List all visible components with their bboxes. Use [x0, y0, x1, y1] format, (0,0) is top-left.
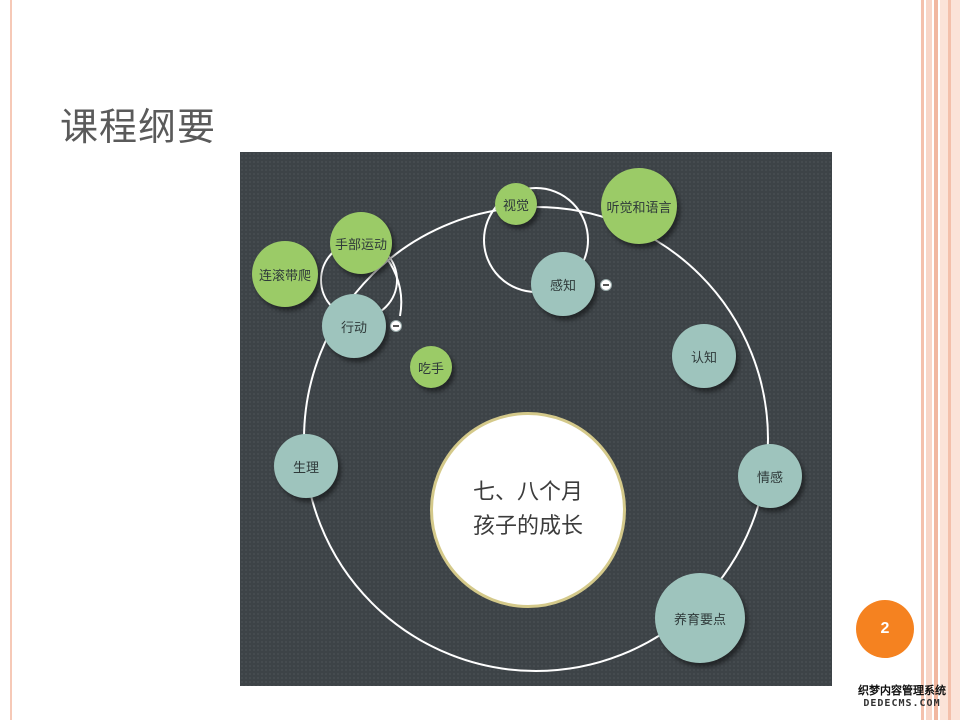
node-label: 感知	[549, 278, 576, 294]
node-label: 生理	[292, 460, 319, 476]
center-node-label: 七、八个月 孩子的成长	[472, 480, 583, 539]
page-number-badge: 2	[856, 600, 914, 658]
collapse-xingdong-icon[interactable]	[390, 320, 402, 332]
mind-map-node-qinggan[interactable]: 情感	[738, 444, 802, 508]
node-label: 连滚带爬	[258, 268, 311, 284]
mind-map-node-renzhi[interactable]: 认知	[672, 324, 736, 388]
mind-map-node-shoubu[interactable]: 手部运动	[330, 212, 392, 274]
mind-map-node-shijue[interactable]: 视觉	[495, 183, 537, 225]
collapse-ganzhi-icon[interactable]	[600, 279, 612, 291]
mind-map-node-yangyu[interactable]: 养育要点	[655, 573, 745, 663]
mind-map-center-node[interactable]: 七、八个月 孩子的成长	[430, 412, 626, 608]
node-label: 行动	[340, 320, 367, 336]
node-label: 养育要点	[673, 612, 726, 628]
mind-map-node-shengli[interactable]: 生理	[274, 434, 338, 498]
mind-map-node-xingdong[interactable]: 行动	[322, 294, 386, 358]
slide-frame-stripe	[921, 0, 924, 720]
page-number: 2	[880, 620, 890, 637]
slide-frame-stripe	[948, 0, 951, 720]
slide-frame-stripe	[934, 0, 938, 720]
slide-frame-left-line	[10, 0, 12, 720]
node-label: 认知	[690, 350, 717, 366]
watermark-line-2: DEDECMS.COM	[863, 698, 941, 709]
node-label: 吃手	[417, 361, 444, 377]
slide-frame-stripe	[926, 0, 932, 720]
node-label: 视觉	[502, 198, 529, 214]
slide-title: 课程纲要	[60, 105, 217, 149]
mind-map-node-ganzhi[interactable]: 感知	[531, 252, 595, 316]
mind-map-node-tingjue[interactable]: 听觉和语言	[601, 168, 677, 244]
node-label: 情感	[756, 470, 783, 486]
watermark-line-1: 织梦内容管理系统	[858, 684, 946, 697]
node-label: 听觉和语言	[606, 200, 672, 216]
mind-map-diagram: 生理 行动 手部运动 连滚带爬 吃手 感知 视觉 听觉和语言 认知 情感 养育要…	[240, 152, 832, 686]
mind-map-node-liangun[interactable]: 连滚带爬	[252, 241, 318, 307]
node-label: 手部运动	[334, 237, 387, 253]
mind-map-node-chishou[interactable]: 吃手	[410, 346, 452, 388]
dedecms-watermark: 织梦内容管理系统 DEDECMS.COM	[848, 684, 956, 710]
